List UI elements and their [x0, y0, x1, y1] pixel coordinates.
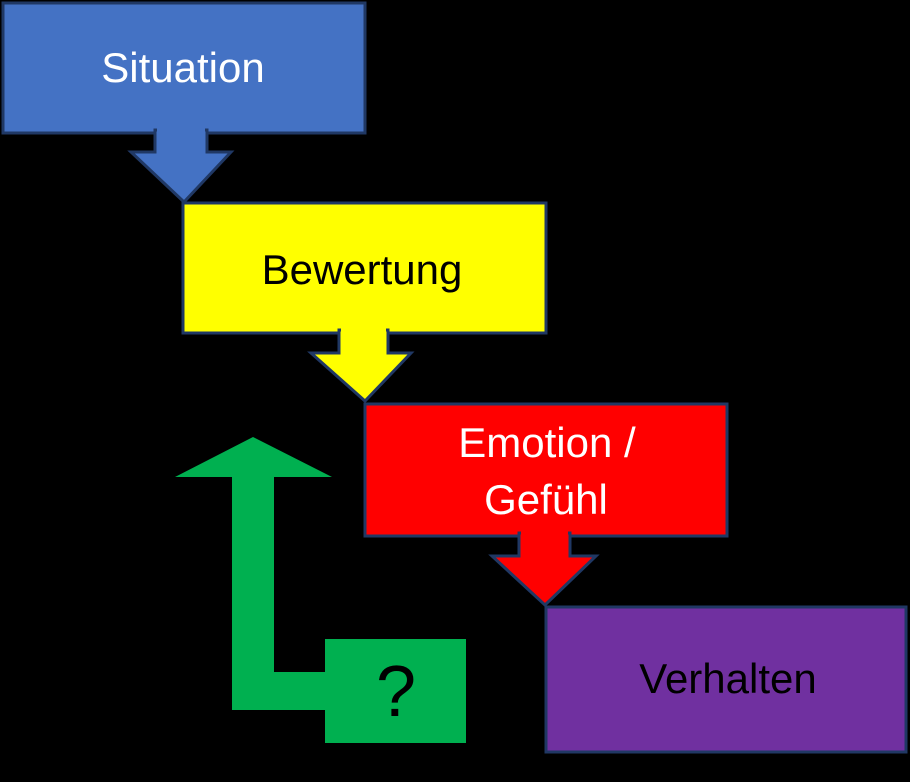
feedback-box — [325, 639, 466, 743]
emotion-box — [363, 402, 729, 538]
verhalten-box — [544, 605, 908, 754]
situation-box — [1, 1, 367, 135]
emotion-label-line2: Gefühl — [484, 476, 608, 523]
arrow-emotion-to-verhalten — [488, 531, 600, 608]
bewertung-box — [181, 201, 548, 335]
situation-label: Situation — [101, 44, 264, 91]
arrow-feedback-up — [175, 437, 332, 710]
arrow-joint-patch — [341, 327, 386, 338]
question-label: ? — [376, 652, 416, 732]
arrow-joint-patch — [521, 530, 568, 541]
verhalten-label: Verhalten — [639, 655, 816, 702]
bewertung-label: Bewertung — [262, 246, 463, 293]
arrow-bewertung-to-emotion — [307, 328, 415, 404]
emotion-label-line1: Emotion / — [458, 419, 636, 466]
arrow-situation-to-bewertung — [127, 128, 235, 205]
arrow-joint-patch — [157, 127, 205, 138]
